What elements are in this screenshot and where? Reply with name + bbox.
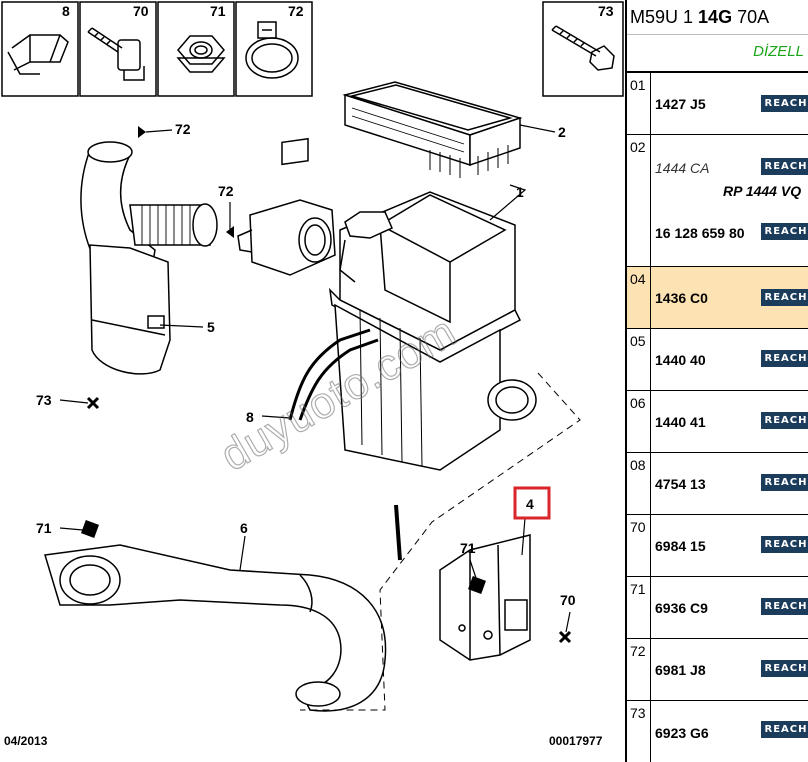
part-ref[interactable]: 16 128 659 80 [655,225,745,241]
thumbnail-72[interactable]: 72 [235,1,313,97]
callout-70[interactable]: 70 [560,592,576,608]
part-row-02[interactable]: 02 1444 CA REACH RP 1444 VQ 16 128 659 8… [627,135,808,267]
row-index: 05 [627,329,651,390]
parts-list-panel: M59U 1 14G 70A DİZELL 01 1427 J5 REACH 0… [625,0,808,762]
intake-hose-6 [44,544,387,712]
row-index: 01 [627,73,651,134]
callout-6[interactable]: 6 [240,520,248,536]
part-row-72[interactable]: 72 6981 J8 REACH [627,639,808,701]
arrow-72a-icon [138,126,146,138]
reach-badge: REACH [761,536,808,553]
dashed-outline [300,372,581,711]
row-index: 70 [627,515,651,576]
reach-badge: REACH [761,350,808,367]
part-ref[interactable]: 6981 J8 [655,662,706,678]
row-index: 72 [627,639,651,700]
air-filter-element [342,81,523,178]
reach-badge: REACH [761,721,808,738]
part-row-05[interactable]: 05 1440 40 REACH [627,329,808,391]
callout-1[interactable]: 1 [516,184,524,200]
fastener-markers [81,126,572,644]
part-ref[interactable]: 1440 40 [655,352,706,368]
reach-badge: REACH [761,158,808,175]
row-index: 06 [627,391,651,452]
part-row-06[interactable]: 06 1440 41 REACH [627,391,808,453]
panel-header: M59U 1 14G 70A [627,0,808,35]
part-ref[interactable]: 1427 J5 [655,96,706,112]
header-tail: 70A [737,7,770,27]
callout-72-upper[interactable]: 72 [175,121,191,137]
part-row-04[interactable]: 04 1436 C0 REACH [627,267,808,329]
part-row-08[interactable]: 08 4754 13 REACH [627,453,808,515]
air-flow-sensor [237,137,336,276]
part-row-01[interactable]: 01 1427 J5 REACH [627,73,808,135]
row-index: 04 [627,267,651,328]
part-ref-alt[interactable]: 1444 CA [655,160,710,176]
thumbnail-73[interactable]: 73 [542,1,624,97]
part-ref[interactable]: 6923 G6 [655,725,709,741]
part-ref[interactable]: 6936 C9 [655,600,708,616]
header-engine: 14G [698,7,733,27]
svg-text:73: 73 [598,3,614,19]
callout-4[interactable]: 4 [526,496,534,512]
row-index: 08 [627,453,651,514]
part-row-73[interactable]: 73 6923 G6 REACH [627,701,808,762]
intake-duct-5 [80,141,218,375]
part-row-70[interactable]: 70 6984 15 REACH [627,515,808,577]
fuel-type-row: DİZELL [627,35,808,73]
fuel-type: DİZELL [753,43,804,60]
air-filter-housing [328,191,537,471]
part-ref-vq[interactable]: RP 1444 VQ [723,183,802,199]
svg-text:8: 8 [62,3,70,19]
part-ref[interactable]: 1436 C0 [655,290,708,306]
screw-70-icon [558,630,572,644]
thumbnail-71[interactable]: 71 [157,1,235,97]
callout-72-middle[interactable]: 72 [218,183,234,199]
hose-clamp-72-icon [245,21,299,79]
clip-8-icon [7,34,69,75]
callout-71-right[interactable]: 71 [460,540,476,556]
reach-badge: REACH [761,598,808,615]
header-model: M59U 1 [630,7,694,27]
callout-73[interactable]: 73 [36,392,52,408]
reach-badge: REACH [761,412,808,429]
row-index: 71 [627,577,651,638]
reach-badge: REACH [761,660,808,677]
row-index: 02 [627,135,651,266]
svg-text:70: 70 [133,3,149,19]
svg-text:72: 72 [288,3,304,19]
screw-73-icon [551,25,615,71]
callout-71-left[interactable]: 71 [36,520,52,536]
svg-text:71: 71 [210,3,226,19]
screw-70-icon [87,27,145,81]
parts-diagram: 8 70 71 72 [1,1,624,748]
footer-date: 04/2013 [4,734,48,748]
part-ref[interactable]: 1440 41 [655,414,706,430]
reach-badge: REACH [761,289,808,306]
nut-71b-icon [468,576,486,594]
reach-badge: REACH [761,474,808,491]
thumbnail-8[interactable]: 8 [1,1,79,97]
part-ref[interactable]: 4754 13 [655,476,706,492]
callout-8[interactable]: 8 [246,409,254,425]
bracket-4 [439,534,531,661]
part-row-71[interactable]: 71 6936 C9 REACH [627,577,808,639]
thumbnail-70[interactable]: 70 [79,1,157,97]
callout-2[interactable]: 2 [558,124,566,140]
part-ref[interactable]: 6984 15 [655,538,706,554]
reach-badge: REACH [761,223,808,240]
callout-5[interactable]: 5 [207,319,215,335]
leader-lines [59,124,571,633]
callout-4-highlight[interactable]: 4 [513,486,551,520]
nut-71-icon [176,35,226,73]
cable-8 [288,328,402,561]
reach-badge: REACH [761,95,808,112]
nut-71a-icon [81,520,99,538]
footer-code: 00017977 [549,734,603,748]
screw-73a-icon [86,396,100,410]
row-index: 73 [627,701,651,762]
